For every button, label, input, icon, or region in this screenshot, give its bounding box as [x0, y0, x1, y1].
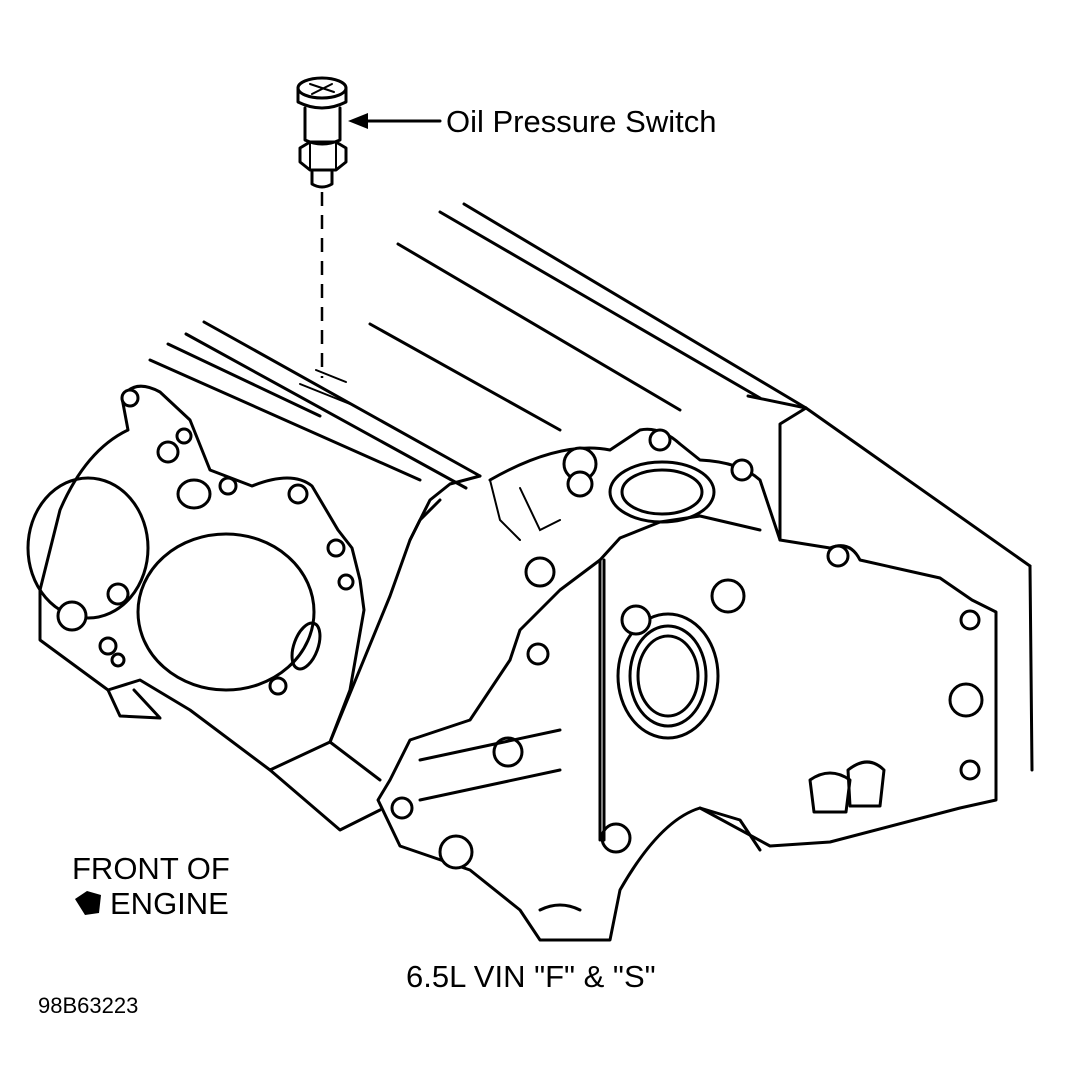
oil-pressure-switch-icon	[296, 76, 348, 189]
front-timing-cover	[376, 427, 998, 942]
oil-pressure-switch-label: Oil Pressure Switch	[446, 104, 717, 139]
pointer-arrow-icon	[75, 891, 101, 915]
front-of-engine-label-line1: FRONT OF	[72, 851, 230, 886]
callout-arrow	[348, 113, 442, 129]
figure-id: 98B63223	[38, 993, 139, 1018]
block-side-face	[268, 474, 482, 832]
block-top-deck-lines	[148, 202, 1034, 772]
cylinder-deck-surface	[26, 384, 366, 772]
front-of-engine-label-line2: ENGINE	[110, 886, 229, 921]
engine-caption: 6.5L VIN "F" & "S"	[406, 959, 656, 994]
